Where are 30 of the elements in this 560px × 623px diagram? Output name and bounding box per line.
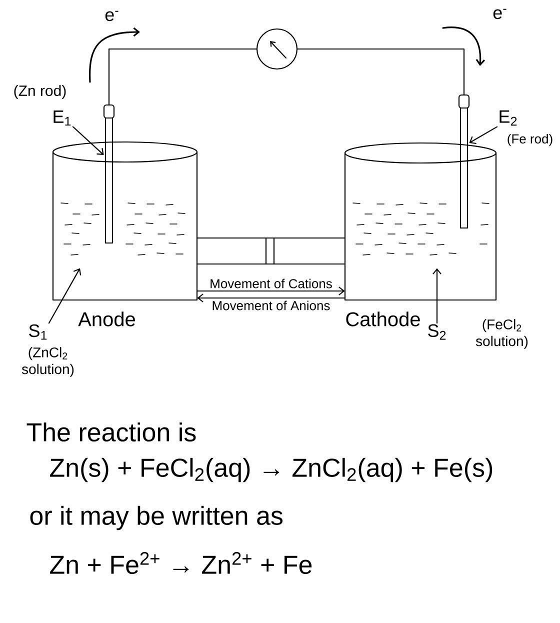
equation: Zn + Fe$^{2+}$ → Zn$^{2+}$ + Fe	[50, 552, 312, 574]
electron-label: e$^{-}$	[105, 10, 118, 22]
material-label: (ZnCl$_{2}$ solution)	[22, 347, 74, 377]
beaker-label: Anode	[78, 312, 135, 326]
note-text: The reaction is	[26, 422, 196, 442]
wire	[108, 48, 257, 106]
electron-label: e$^{-}$	[493, 8, 506, 20]
material-label: (Zn rod)	[14, 85, 66, 99]
material-label: (Fe rod)	[508, 134, 552, 146]
ion-flow-arrow	[197, 294, 346, 302]
solution-liquid	[60, 202, 186, 256]
beaker-label: Cathode	[346, 312, 420, 326]
wire	[297, 48, 465, 96]
solution-label: S$_{2}$	[428, 324, 446, 340]
material-label: (FeCl$_{2}$ solution)	[476, 319, 528, 349]
electrode-rod	[103, 104, 115, 244]
leader-arrow	[48, 268, 82, 324]
note-text: or it may be written as	[30, 506, 283, 530]
electrode-rod	[458, 94, 470, 229]
equation: Zn(s) + FeCl$_{2}$(aq) → ZnCl$_{2}$(aq) + Fe(s)	[50, 458, 492, 482]
solution-liquid	[352, 202, 490, 256]
ion-flow-arrow	[196, 286, 345, 296]
edge-label: Movement of Cations	[208, 278, 334, 290]
solution-label: S$_{1}$	[29, 324, 47, 340]
electrode-label: E$_{1}$	[54, 110, 71, 126]
leader-arrow	[432, 268, 442, 324]
leader-arrow	[469, 126, 498, 144]
electrode-label: E$_{2}$	[500, 110, 517, 126]
edge-label: Movement of Anions	[210, 300, 332, 312]
galvanometer	[256, 28, 298, 70]
